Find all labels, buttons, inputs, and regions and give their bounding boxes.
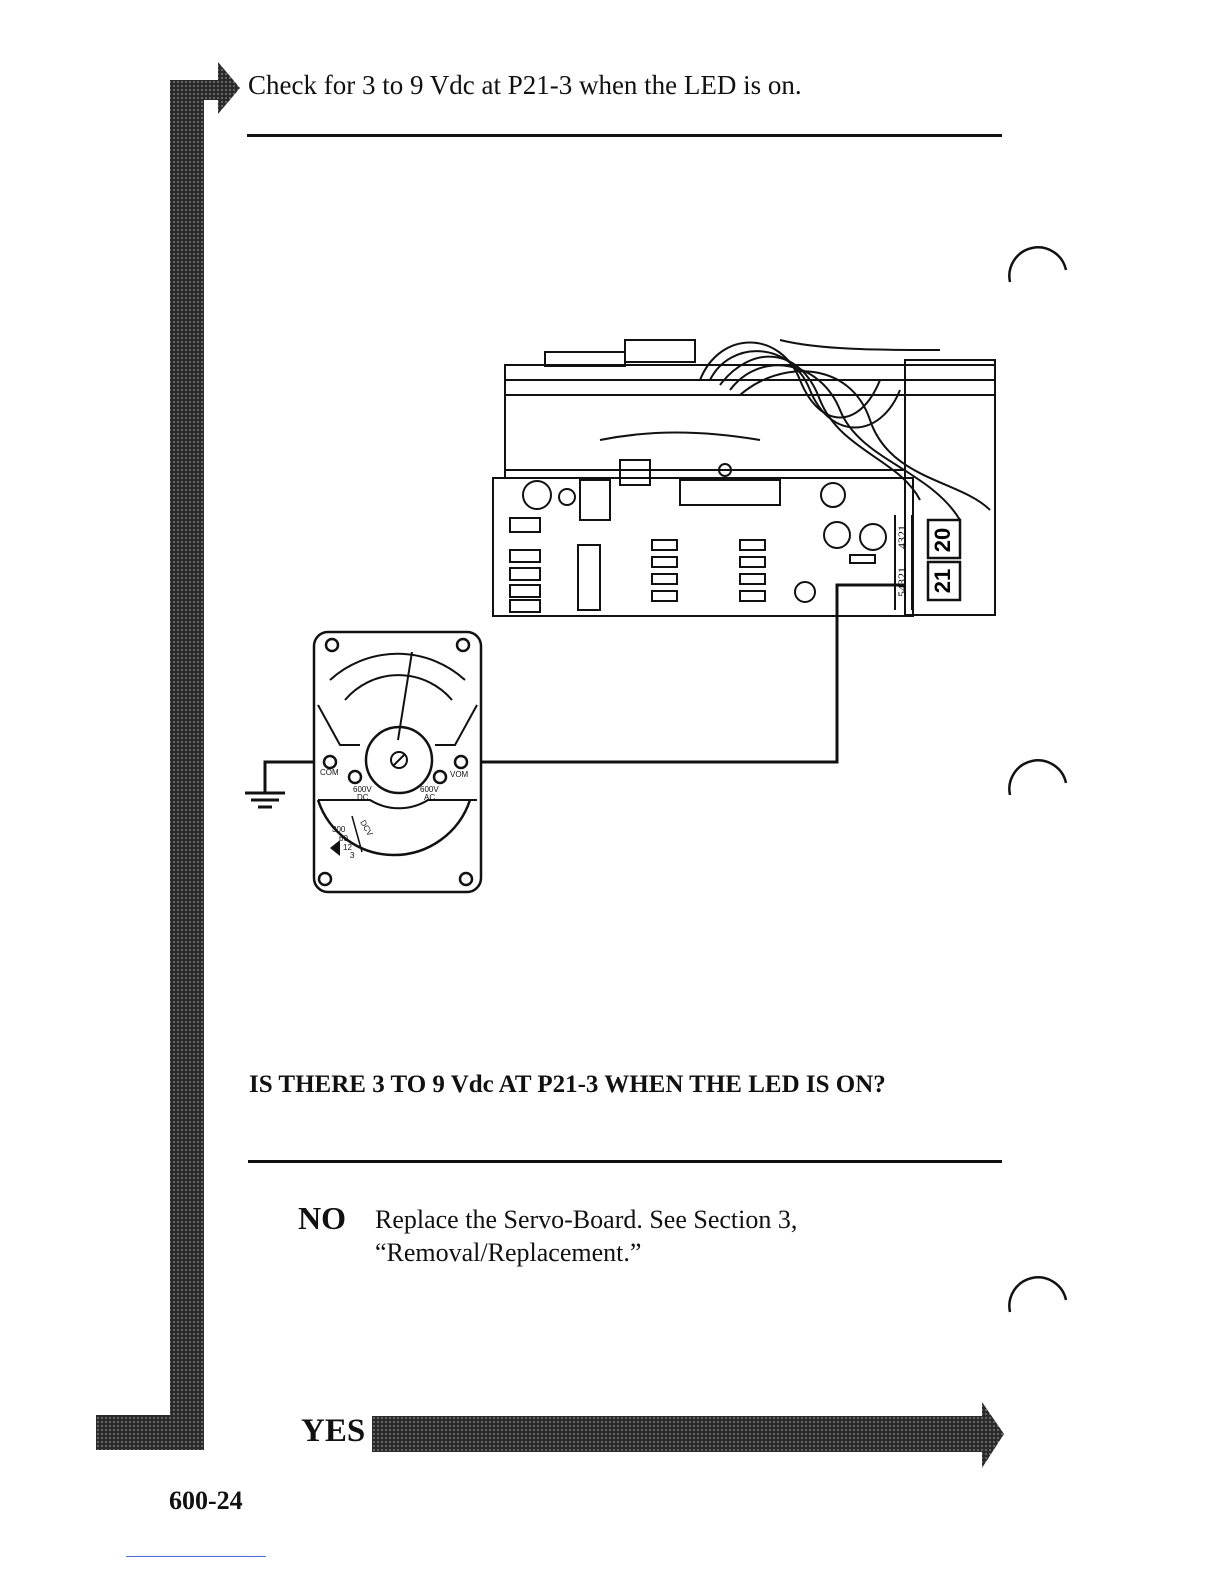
svg-text:DC: DC — [357, 793, 369, 802]
svg-text:AC: AC — [424, 793, 435, 802]
no-instruction-line1: Replace the Servo-Board. See Section 3, — [375, 1203, 797, 1236]
svg-text:300: 300 — [332, 825, 346, 834]
question-text: IS THERE 3 TO 9 Vdc AT P21-3 WHEN THE LE… — [249, 1071, 886, 1099]
pins-p20-label: 4321 — [895, 525, 909, 549]
binder-hole-marks — [1009, 247, 1066, 1312]
drive-board-illustration — [493, 340, 995, 616]
no-instruction: Replace the Servo-Board. See Section 3, … — [375, 1203, 797, 1269]
svg-text:60: 60 — [339, 834, 348, 843]
pins-p21-label: 54321 — [895, 567, 909, 597]
no-label: NO — [298, 1200, 346, 1237]
ground-symbol — [245, 762, 318, 807]
connector-p21-label: 21 — [930, 569, 955, 593]
svg-text:VOM: VOM — [450, 770, 469, 779]
top-divider — [247, 134, 1002, 137]
instruction-text: Check for 3 to 9 Vdc at P21-3 when the L… — [248, 70, 802, 101]
yes-arrow — [372, 1402, 1004, 1468]
yes-label: YES — [301, 1413, 365, 1450]
svg-text:COM: COM — [320, 768, 339, 777]
footer-line — [126, 1556, 266, 1557]
no-instruction-line2: “Removal/Replacement.” — [375, 1236, 797, 1269]
left-flow-bar — [96, 62, 240, 1450]
connector-p20-label: 20 — [930, 528, 955, 552]
question-divider — [248, 1160, 1002, 1163]
svg-text:3: 3 — [350, 851, 355, 860]
page-number: 600-24 — [169, 1486, 243, 1516]
